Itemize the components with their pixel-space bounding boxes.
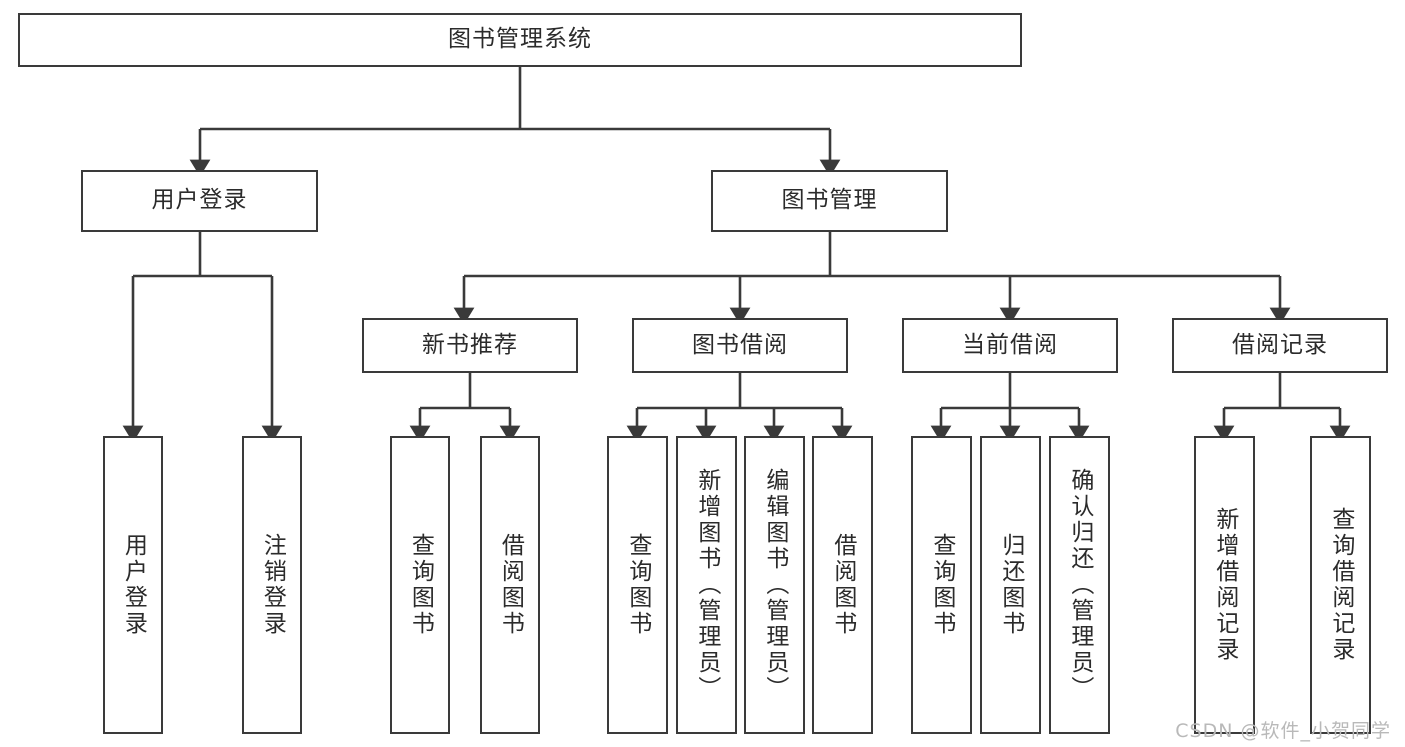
- node-leaf-edit-book-label: 编辑图书（管理员）: [761, 468, 788, 702]
- node-current-borrow-label: 当前借阅: [962, 331, 1058, 358]
- node-new-book-rec-label: 新书推荐: [422, 331, 518, 358]
- node-leaf-borrow-book-b-label: 借阅图书: [829, 533, 856, 637]
- node-leaf-borrow-book-b[interactable]: 借阅图书: [812, 436, 873, 734]
- node-leaf-query-book-c-label: 查询图书: [928, 533, 955, 637]
- node-leaf-query-record-label: 查询借阅记录: [1327, 507, 1354, 663]
- node-leaf-query-book-a[interactable]: 查询图书: [390, 436, 450, 734]
- node-leaf-user-login-label: 用户登录: [120, 533, 147, 637]
- node-leaf-add-record[interactable]: 新增借阅记录: [1194, 436, 1255, 734]
- node-borrow-record-label: 借阅记录: [1232, 331, 1328, 358]
- node-leaf-logout-label: 注销登录: [259, 533, 286, 637]
- node-leaf-query-book-c[interactable]: 查询图书: [911, 436, 972, 734]
- node-leaf-query-book-b-label: 查询图书: [624, 533, 651, 637]
- node-leaf-add-record-label: 新增借阅记录: [1211, 507, 1238, 663]
- node-book-manage[interactable]: 图书管理: [711, 170, 948, 232]
- node-book-manage-label: 图书管理: [781, 187, 878, 214]
- node-user-login-label: 用户登录: [151, 187, 248, 214]
- node-leaf-borrow-book-a-label: 借阅图书: [497, 533, 524, 637]
- node-root-title-label: 图书管理系统: [448, 26, 592, 53]
- node-book-borrow[interactable]: 图书借阅: [632, 318, 848, 373]
- node-leaf-confirm-return-label: 确认归还（管理员）: [1066, 468, 1093, 702]
- node-leaf-logout[interactable]: 注销登录: [242, 436, 302, 734]
- node-leaf-query-book-a-label: 查询图书: [407, 533, 434, 637]
- watermark-text: CSDN @软件_小贺同学: [1175, 720, 1391, 742]
- node-leaf-query-record[interactable]: 查询借阅记录: [1310, 436, 1371, 734]
- node-leaf-query-book-b[interactable]: 查询图书: [607, 436, 668, 734]
- node-leaf-edit-book[interactable]: 编辑图书（管理员）: [744, 436, 805, 734]
- node-leaf-add-book[interactable]: 新增图书（管理员）: [676, 436, 737, 734]
- node-leaf-return-book[interactable]: 归还图书: [980, 436, 1041, 734]
- node-leaf-user-login[interactable]: 用户登录: [103, 436, 163, 734]
- node-leaf-add-book-label: 新增图书（管理员）: [693, 468, 720, 702]
- node-leaf-confirm-return[interactable]: 确认归还（管理员）: [1049, 436, 1110, 734]
- node-root-title[interactable]: 图书管理系统: [18, 13, 1022, 67]
- node-book-borrow-label: 图书借阅: [692, 331, 788, 358]
- node-user-login[interactable]: 用户登录: [81, 170, 318, 232]
- node-leaf-return-book-label: 归还图书: [997, 533, 1024, 637]
- node-current-borrow[interactable]: 当前借阅: [902, 318, 1118, 373]
- node-borrow-record[interactable]: 借阅记录: [1172, 318, 1388, 373]
- node-new-book-rec[interactable]: 新书推荐: [362, 318, 578, 373]
- node-leaf-borrow-book-a[interactable]: 借阅图书: [480, 436, 540, 734]
